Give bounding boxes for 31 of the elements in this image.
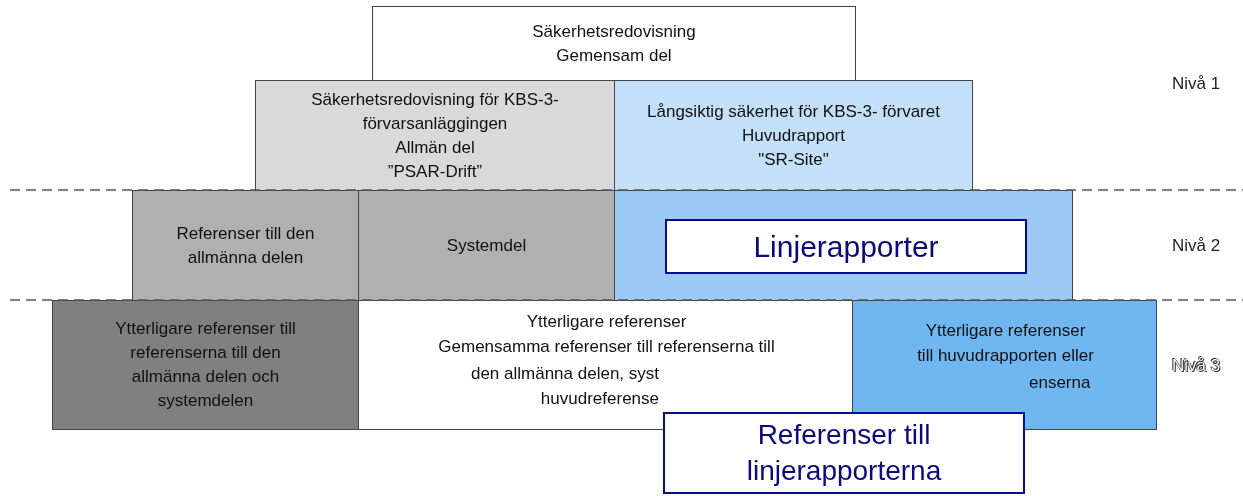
document-box [132, 190, 359, 301]
node-text: Långsiktig säkerhet för KBS-3- förvaret [647, 100, 940, 123]
level-label: Nivå 3 [1172, 356, 1221, 376]
box [614, 190, 1073, 301]
report-box [663, 412, 1025, 494]
node-text: Ytterligare referenser [924, 320, 1087, 342]
document-box [358, 190, 615, 301]
document-box [52, 300, 359, 430]
level-label: Nivå 2 [1172, 236, 1221, 256]
node-text: Ytterligare referenser till referenserna till den allmänna delen och systemdelen [114, 318, 297, 412]
node-text: Huvudrapport [742, 124, 845, 147]
node-text: Systemdel [446, 234, 527, 257]
node-text: Gemensam del [556, 44, 672, 67]
document-box [255, 80, 615, 191]
document-box [372, 6, 856, 81]
node-text: Säkerhetsredovisning för KBS-3- förvarsanläggingen [310, 88, 560, 135]
node-text: Gemensamma referenser till referenserna till [437, 336, 776, 358]
node-text: Referenser till den allmänna delen [175, 222, 316, 269]
node-text: enserna [1029, 372, 1092, 394]
node-text: ”PSAR-Drift” [387, 160, 483, 183]
node-text: Referenser till linjerapporterna [745, 418, 943, 488]
node-text: Allmän del [395, 136, 475, 159]
document-box [614, 80, 973, 191]
report-box [665, 219, 1027, 274]
node-text: Linjerapporter [753, 228, 939, 265]
node-text: till huvudrapporten eller [916, 345, 1095, 367]
node-text: "SR-Site" [758, 148, 829, 171]
node-text: Säkerhetsredovisning [532, 20, 696, 43]
node-text: Ytterligare referenser [525, 311, 688, 333]
node-text: den allmänna delen, syst huvudreferense [469, 363, 659, 410]
level-label: Nivå 1 [1172, 74, 1221, 94]
